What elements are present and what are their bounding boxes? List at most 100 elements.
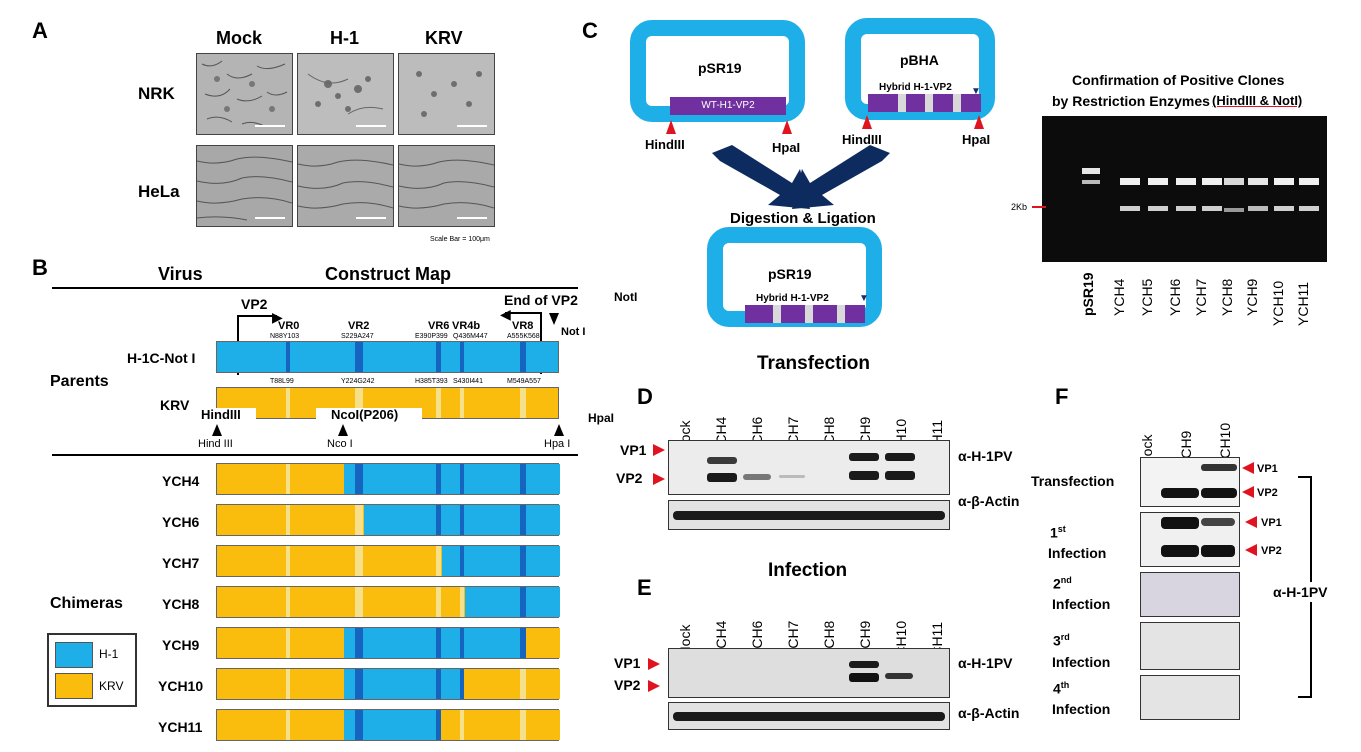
chimeras-label: Chimeras	[50, 595, 123, 612]
f-bracket-top	[1298, 476, 1312, 478]
hpai-l-label: HpaI	[772, 140, 801, 155]
e-ab-h1pv: α-H-1PV	[958, 655, 1013, 671]
f-vp1-arrow-icon	[1242, 462, 1254, 474]
d-vp-blot	[668, 440, 950, 495]
ligation-arrows-icon	[712, 145, 890, 209]
h1-mut-1: S229A247	[341, 333, 374, 340]
panel-label-f: F	[1055, 384, 1069, 409]
not1-marker-icon	[549, 313, 559, 325]
f-vp2b-arrow-icon	[1245, 544, 1257, 556]
hpai-l-marker-icon	[782, 120, 792, 134]
hind3-marker-icon	[212, 424, 222, 436]
marker-tick	[1032, 206, 1046, 208]
gel-lane-ych5: YCH5	[1139, 278, 1155, 316]
vr8-label: VR8	[512, 320, 534, 332]
gel-title-2: by Restriction Enzymes	[1052, 93, 1210, 109]
e-vp1-label: VP1	[614, 655, 641, 671]
f-infection2-blot	[1140, 572, 1240, 617]
chimera-ych8-bar	[216, 586, 560, 618]
scale-bar-note: Scale Bar = 100μm	[430, 236, 490, 243]
f-row-transfection: Transfection	[1031, 473, 1115, 489]
marker-2kb-label: 2Kb	[1011, 202, 1028, 212]
pbha-label: pBHA	[900, 52, 939, 68]
hpai-marker-icon	[554, 424, 564, 436]
gel-lane-ych11: YCH11	[1295, 281, 1311, 326]
h1-mut-4: A555K568	[507, 333, 540, 340]
krv-mut-2: H385T393	[415, 378, 448, 385]
hindiii-l-marker-icon	[666, 120, 676, 134]
chimera-ych4-name: YCH4	[162, 473, 200, 489]
result-insert	[745, 305, 865, 323]
hindiii-l-label: HindIII	[645, 137, 685, 152]
gel-lane-ych9: YCH9	[1244, 278, 1260, 316]
panel-label-e: E	[637, 575, 652, 600]
micrograph-nrk-h1	[297, 53, 394, 135]
e-ab-actin: α-β-Actin	[958, 705, 1020, 721]
f-ab-h1pv: α-H-1PV	[1273, 582, 1328, 602]
micrograph-nrk-krv	[398, 53, 495, 135]
panel-label-a: A	[32, 18, 48, 43]
panel-label-c: C	[582, 18, 598, 43]
chimera-ych7-name: YCH7	[162, 555, 200, 571]
f-vp2-arrow-icon	[1242, 486, 1254, 498]
chimera-ych4-bar	[216, 463, 560, 495]
d-ab-actin: α-β-Actin	[958, 493, 1020, 509]
digestion-ligation-label: Digestion & Ligation	[730, 210, 876, 227]
hindiii-site-label: HindIII	[201, 407, 241, 422]
transfection-title: Transfection	[757, 353, 870, 374]
row-hela: HeLa	[138, 182, 180, 201]
divider-top	[52, 287, 578, 289]
ncoi-marker-icon	[338, 424, 348, 436]
chimera-ych6-bar	[216, 504, 560, 536]
chimera-ych10-bar	[216, 668, 560, 700]
result-arrowhead-icon: ▼	[859, 293, 869, 304]
hpai-r-marker-icon	[974, 115, 984, 129]
f-infection1-blot	[1140, 512, 1240, 567]
hpai-out-label: HpaI	[588, 411, 615, 425]
chimera-ych11-bar	[216, 709, 560, 741]
vr4b-label: VR4b	[452, 320, 481, 332]
gel-image	[1042, 116, 1327, 262]
vr2-label: VR2	[348, 320, 370, 332]
pbha-arrowhead-icon: ▼	[971, 86, 981, 97]
chimera-ych9-name: YCH9	[162, 637, 200, 653]
vr0-label: VR0	[278, 320, 300, 332]
h1-mut-2: E390P399	[415, 333, 448, 340]
krv-mut-0: T88L99	[270, 378, 294, 385]
micrograph-hela-mock	[196, 145, 293, 227]
vp2-end-arrowhead-icon: ◀	[500, 306, 511, 322]
f-vp1-label: VP1	[1257, 463, 1278, 475]
chimera-ych9-bar	[216, 627, 560, 659]
f-vp2b-label: VP2	[1261, 545, 1282, 557]
chimera-ych6-name: YCH6	[162, 514, 200, 530]
panel-label-b: B	[32, 255, 48, 280]
f-vp1b-label: VP1	[1261, 517, 1282, 529]
d-vp1-label: VP1	[620, 442, 647, 458]
chimera-ych11-name: YCH11	[158, 719, 203, 735]
vp2-end-arrow	[505, 312, 542, 314]
legend-krv-swatch	[55, 673, 93, 699]
header-construct-map: Construct Map	[325, 264, 451, 284]
f-row-3: 3rd	[1053, 632, 1070, 649]
infection-title: Infection	[768, 560, 848, 581]
panel-label-d: D	[637, 384, 653, 409]
hpai-site-label: Hpa I	[544, 438, 571, 450]
gel-title-1: Confirmation of Positive Clones	[1072, 72, 1285, 88]
f-transfection-blot	[1140, 457, 1240, 507]
e-vp1-arrow-icon	[648, 658, 660, 670]
d-actin-blot	[668, 500, 950, 530]
gel-lane-ych4: YCH4	[1111, 278, 1127, 316]
header-virus: Virus	[158, 264, 203, 284]
parents-label: Parents	[50, 373, 109, 390]
col-krv: KRV	[425, 28, 463, 48]
result-label: pSR19	[768, 266, 812, 282]
hindiii-r-marker-icon	[862, 115, 872, 129]
legend: H-1 KRV	[47, 633, 137, 707]
vp2-start-arrow	[237, 315, 277, 317]
not1-label: Not I	[561, 326, 586, 338]
legend-h1-label: H-1	[99, 647, 119, 661]
f-row-2-infection: Infection	[1052, 596, 1111, 612]
wt-insert: WT-H1-VP2	[670, 97, 786, 115]
hpai-r-label: HpaI	[962, 132, 991, 147]
e-vp2-arrow-icon	[648, 680, 660, 692]
